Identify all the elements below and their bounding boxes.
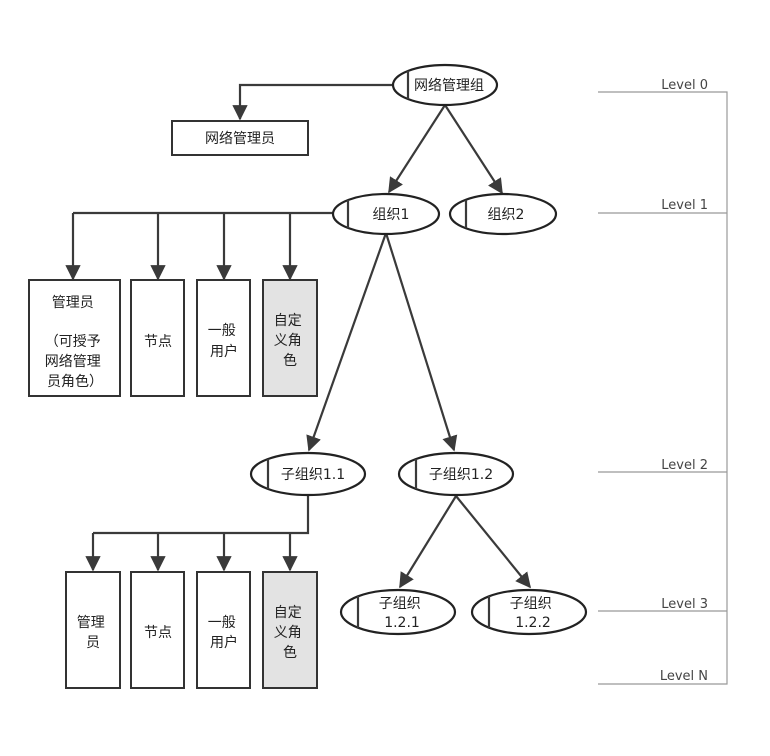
node-org1-admin-line-5: 员角色） — [47, 373, 103, 390]
node-sub11-custom-line-3: 色 — [283, 644, 297, 661]
node-org1-custom-label: 自定 义角 色 — [274, 313, 306, 369]
node-org1-node: 节点 — [130, 279, 185, 397]
level-bracket — [598, 91, 728, 685]
level-0-label: Level 0 — [661, 78, 708, 93]
node-sub11-user: 一般 用户 — [196, 571, 251, 689]
node-sub11-admin-label: 管理 员 — [77, 615, 109, 651]
node-sub11-admin-line-2: 员 — [86, 635, 100, 651]
node-sub11-user-label: 一般 用户 — [208, 615, 240, 651]
level-1-label: Level 1 — [661, 198, 708, 213]
node-root-label: 网络管理组 — [414, 78, 484, 94]
node-sub11-custom-line-2: 义角 — [274, 625, 302, 641]
node-org1-user-line-1: 一般 — [208, 323, 236, 339]
node-org2: 组织2 — [448, 192, 558, 236]
node-org1: 组织1 — [331, 192, 441, 236]
node-sub11-custom: 自定 义角 色 — [262, 571, 318, 689]
node-sub11-user-line-2: 用户 — [210, 634, 238, 651]
node-sub12-label: 子组织1.2 — [429, 467, 493, 483]
node-org1-user-label: 一般 用户 — [208, 323, 240, 360]
node-org1-custom-line-3: 色 — [283, 352, 297, 369]
node-org1-admin: 管理员 （可授予 网络管理 员角色） — [28, 279, 121, 397]
node-sub122-line-1: 子组织 — [510, 596, 552, 612]
node-sub122: 子组织 1.2.2 — [470, 588, 588, 636]
node-sub121: 子组织 1.2.1 — [339, 588, 457, 636]
node-root-admin: 网络管理员 — [171, 120, 309, 156]
level-n-label: Level N — [660, 669, 708, 684]
level-3-label: Level 3 — [661, 597, 708, 612]
node-sub122-label: 子组织 1.2.2 — [510, 596, 556, 631]
node-sub11-custom-line-1: 自定 — [274, 605, 302, 621]
node-org1-admin-label: 管理员 （可授予 网络管理 员角色） — [45, 295, 105, 390]
node-org1-user-line-2: 用户 — [210, 343, 238, 360]
node-org2-label: 组织2 — [488, 207, 525, 223]
node-root: 网络管理组 — [391, 63, 499, 107]
node-sub122-line-2: 1.2.2 — [515, 615, 551, 631]
node-org1-admin-line-1: 管理员 — [52, 295, 94, 311]
node-sub121-label: 子组织 1.2.1 — [379, 596, 425, 631]
node-sub11-label: 子组织1.1 — [281, 467, 345, 483]
node-org1-label: 组织1 — [373, 207, 410, 223]
node-sub121-line-2: 1.2.1 — [384, 615, 420, 631]
edges — [65, 83, 531, 589]
node-sub11-node: 节点 — [130, 571, 185, 689]
node-sub11-user-line-1: 一般 — [208, 615, 236, 631]
node-sub12: 子组织1.2 — [397, 451, 515, 497]
node-root-admin-label: 网络管理员 — [205, 131, 275, 147]
node-org1-custom-line-1: 自定 — [274, 313, 302, 329]
node-org1-custom-line-2: 义角 — [274, 333, 302, 349]
node-org1-node-label: 节点 — [144, 334, 172, 350]
node-sub121-line-1: 子组织 — [379, 596, 421, 612]
node-sub11-custom-label: 自定 义角 色 — [274, 605, 306, 661]
node-org1-custom: 自定 义角 色 — [262, 279, 318, 397]
node-sub11: 子组织1.1 — [249, 451, 367, 497]
node-sub11-node-label: 节点 — [144, 625, 172, 641]
level-2-label: Level 2 — [661, 458, 708, 473]
node-sub11-admin: 管理 员 — [65, 571, 121, 689]
node-org1-user: 一般 用户 — [196, 279, 251, 397]
node-sub11-admin-line-1: 管理 — [77, 615, 105, 631]
node-org1-admin-line-4: 网络管理 — [45, 354, 101, 370]
node-org1-admin-line-3: （可授予 — [45, 334, 101, 350]
